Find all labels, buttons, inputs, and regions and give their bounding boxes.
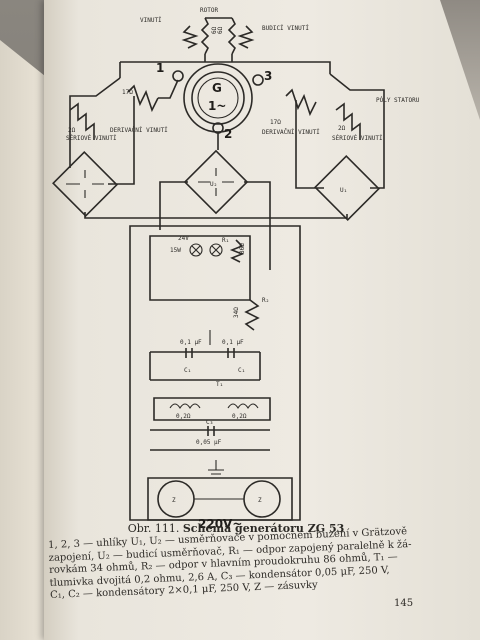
cap-c1-right-label: C₁ xyxy=(238,367,245,374)
c3-label: C₃ xyxy=(206,419,213,426)
winding-top-right-label: BUDICÍ VINUTÍ xyxy=(262,24,309,32)
lamp-power: 15W xyxy=(170,247,181,254)
left-deriv-name: DERIVAČNÍ VINUTÍ xyxy=(110,126,168,134)
main-circuit-box: 24V 15W R₁ 86Ω R₂ 34Ω 0,1 μF 0,1 μF C₁ C… xyxy=(129,225,301,531)
right-stator-windings: 17Ω DERIVAČNÍ VINUTÍ 2Ω SÉRIOVÉ VINUTÍ P… xyxy=(262,73,420,221)
c3-value: 0,05 μF xyxy=(196,439,222,446)
generator-letter: G xyxy=(212,81,222,95)
r2-label: R₂ xyxy=(262,297,269,304)
figure-caption: Obr. 111. Schema generátoru ZG 53 xyxy=(86,522,386,535)
left-series-resistance: 2Ω xyxy=(68,127,76,134)
left-stator-windings: 2Ω SÉRIOVÉ VINUTÍ 17Ω DERIVAČNÍ VINUTÍ xyxy=(52,77,179,217)
rotor-winding: ROTOR 6Ω 6Ω VINUTÍ BUDICÍ VINUTÍ xyxy=(140,7,309,62)
cap1-value-left: 0,1 μF xyxy=(180,339,202,346)
r1-label: R₁ xyxy=(222,237,229,244)
cap-c1-left-label: C₁ xyxy=(184,367,191,374)
t1-label: T₁ xyxy=(216,381,223,388)
r2-value: 34Ω xyxy=(233,307,240,318)
caption-prefix: Obr. 111. xyxy=(127,522,180,535)
left-series-name: SÉRIOVÉ VINUTÍ xyxy=(66,134,117,142)
book-page xyxy=(44,0,480,640)
generator-number: 1~ xyxy=(208,99,226,113)
lamp-voltage: 24V xyxy=(178,235,189,242)
rotor-resistance-1: 6Ω xyxy=(211,26,218,34)
stator-label: PÓLY STATORU xyxy=(376,97,420,104)
generator-symbol: G 1~ 1 3 2 xyxy=(119,61,331,141)
terminal-2: 2 xyxy=(224,127,232,141)
winding-top-left-label: VINUTÍ xyxy=(140,16,162,24)
t1-res-right: 0,2Ω xyxy=(232,413,247,420)
right-series-resistance: 2Ω xyxy=(338,125,346,132)
left-deriv-resistance: 17Ω xyxy=(122,89,133,96)
rotor-resistance-2: 6Ω xyxy=(217,26,224,34)
rectifier-right-label: U₁ xyxy=(340,187,347,194)
caption-title: Schema generátoru ZG 53 xyxy=(182,522,345,535)
socket-left-label: Z xyxy=(172,497,176,504)
r1-value: 86Ω xyxy=(239,243,246,254)
cap1-value-right: 0,1 μF xyxy=(222,339,244,346)
rotor-label: ROTOR xyxy=(200,7,218,14)
right-deriv-name: DERIVAČNÍ VINUTÍ xyxy=(262,128,320,136)
right-series-name: SÉRIOVÉ VINUTÍ xyxy=(332,134,383,142)
socket-right-label: Z xyxy=(258,497,262,504)
terminal-3: 3 xyxy=(264,69,272,83)
t1-res-left: 0,2Ω xyxy=(176,413,191,420)
right-deriv-resistance: 17Ω xyxy=(270,119,281,126)
mains-label: 220V~ xyxy=(198,517,242,531)
rectifier-center-label: U₂ xyxy=(210,181,217,188)
page-number: 145 xyxy=(394,598,414,609)
terminal-1: 1 xyxy=(156,61,164,75)
center-rectifier: U₂ xyxy=(84,133,348,270)
